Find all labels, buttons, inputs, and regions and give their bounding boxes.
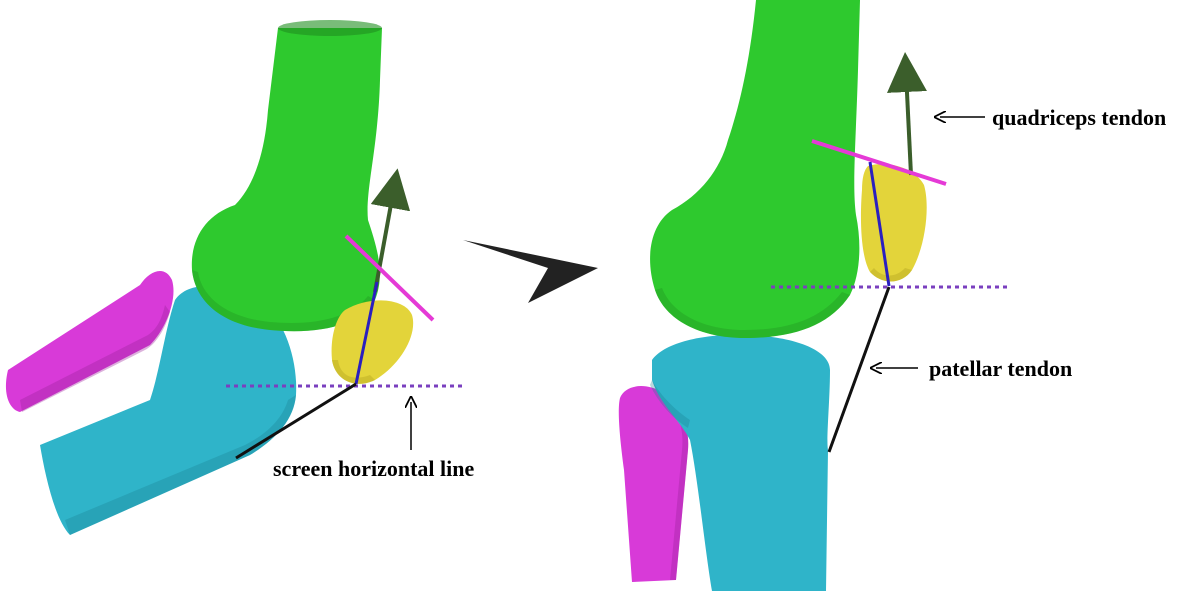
patella-bone-left	[332, 300, 414, 384]
patella-bone-right	[861, 164, 927, 281]
patellar-tendon-line-right	[829, 287, 889, 452]
patellar-tendon-label: patellar tendon	[929, 356, 1072, 381]
femur-shaft-top-left	[278, 20, 382, 36]
femur-bone-left	[192, 28, 382, 331]
quadriceps-force-arrow-left	[375, 188, 394, 292]
extended-knee-model	[619, 0, 1007, 591]
quadriceps-force-arrow-right	[906, 72, 911, 175]
quadriceps-tendon-label: quadriceps tendon	[992, 105, 1166, 130]
screen-horizontal-line-label: screen horizontal line	[273, 456, 474, 481]
transition-arrow-icon	[463, 240, 598, 303]
